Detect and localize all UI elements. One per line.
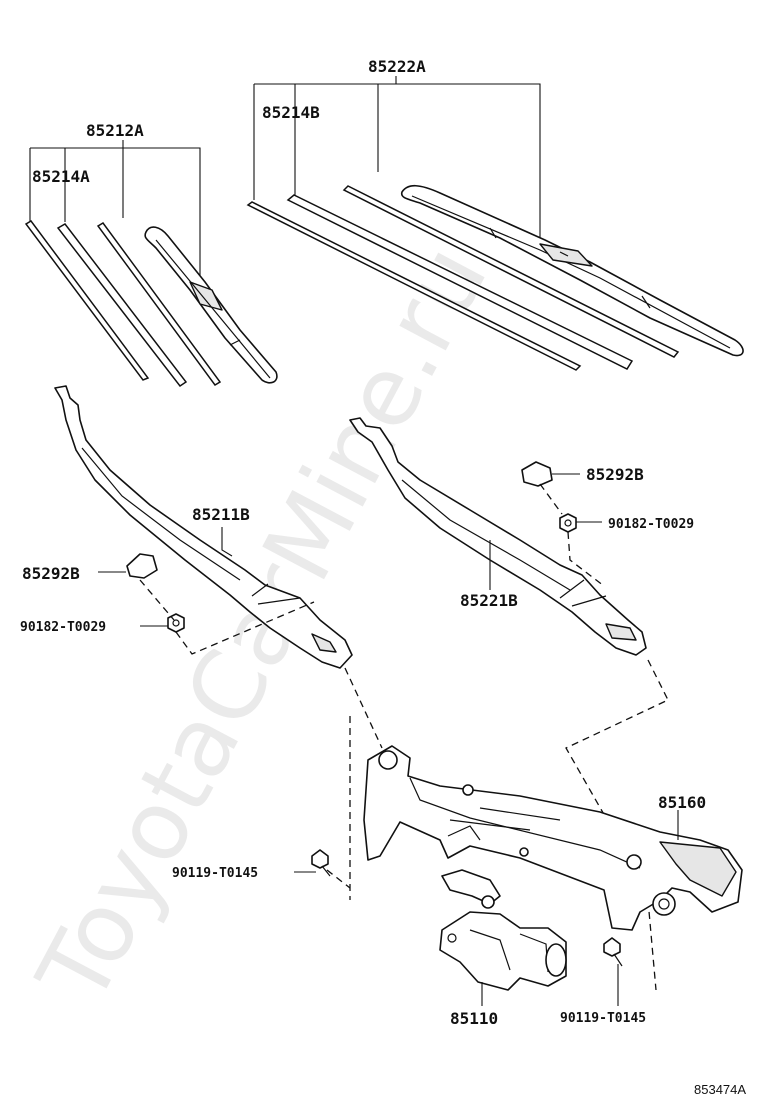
bolt-90119-T0145-left <box>294 849 331 877</box>
label-85221B: 85221B <box>460 591 518 610</box>
label-85292B-right: 85292B <box>586 465 644 484</box>
wiper-link-85160 <box>363 745 743 931</box>
label-90119-T0145-right: 90119-T0145 <box>560 1011 646 1026</box>
bolt-90119-T0145-right <box>603 937 623 1006</box>
nut-90182-T0029-left <box>140 613 185 633</box>
wiper-motor-85110 <box>439 869 567 1006</box>
label-85110: 85110 <box>450 1009 498 1028</box>
diagram-code: 853474A <box>694 1082 746 1097</box>
nut-90182-T0029-right <box>559 513 602 533</box>
label-85211B: 85211B <box>192 505 250 524</box>
blade-assembly-85212A <box>24 140 278 388</box>
cap-85292B-left <box>98 553 158 579</box>
label-85212A: 85212A <box>86 121 144 140</box>
label-85214A: 85214A <box>32 167 90 186</box>
label-85292B-left: 85292B <box>22 564 80 583</box>
wiper-arm-85211B <box>54 385 353 669</box>
label-90119-T0145-left: 90119-T0145 <box>172 866 258 881</box>
label-90182-T0029-left: 90182-T0029 <box>20 620 106 635</box>
label-85160: 85160 <box>658 793 706 812</box>
part-labels: 85222A 85214B 85212A 85214A 85211B 85292… <box>20 57 746 1097</box>
wiper-arm-85221B <box>349 417 647 656</box>
label-85214B: 85214B <box>262 103 320 122</box>
label-85222A: 85222A <box>368 57 426 76</box>
cap-85292B-right <box>521 461 580 487</box>
blade-assembly-85222A <box>246 76 744 371</box>
assembly-guides <box>139 483 669 991</box>
label-90182-T0029-right: 90182-T0029 <box>608 517 694 532</box>
